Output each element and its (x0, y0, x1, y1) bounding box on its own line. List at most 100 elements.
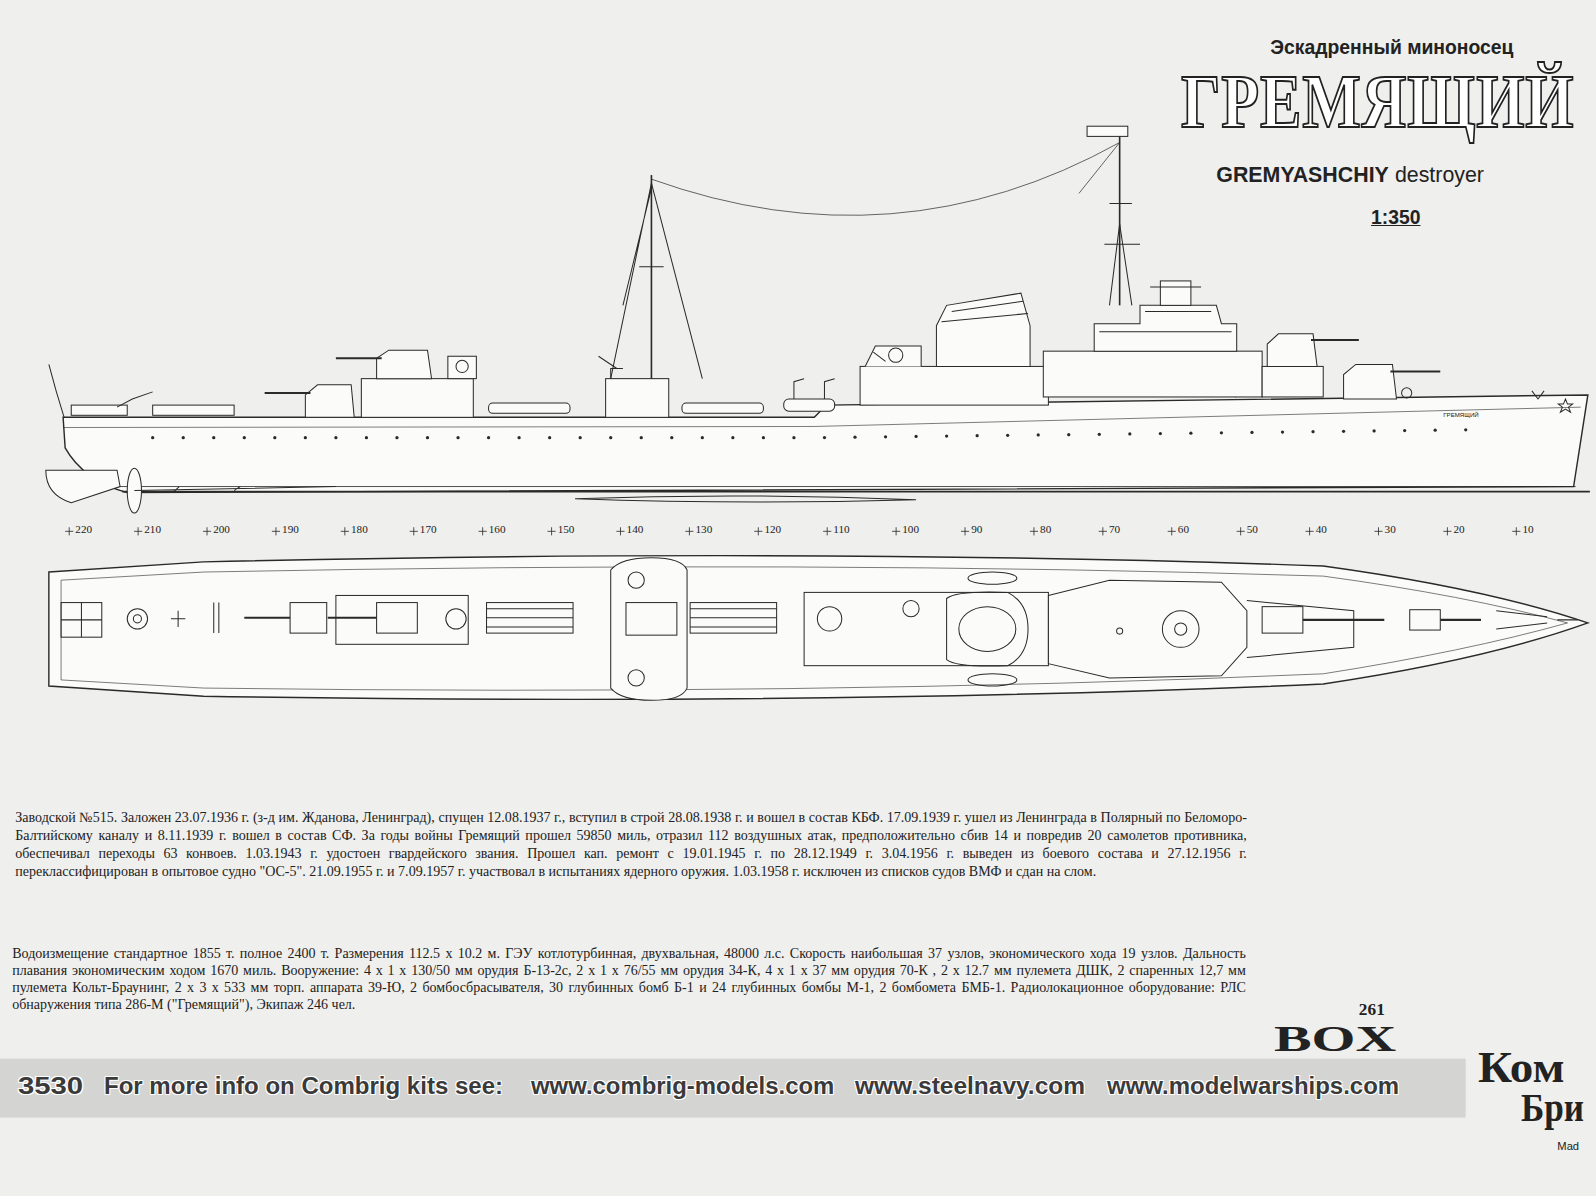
plan-view-part (290, 603, 327, 634)
plan-view-part (133, 615, 141, 623)
side-superstructure-part (1390, 371, 1440, 373)
side-superstructure-part (889, 348, 903, 362)
side-superstructure-part (865, 346, 921, 366)
porthole-row-part (395, 436, 398, 439)
porthole-row-part (670, 436, 673, 439)
frame-number: 220 (75, 523, 92, 536)
side-hull-part (49, 364, 64, 417)
side-hull-part (63, 395, 1588, 493)
logo-text: Mad (1557, 1140, 1579, 1153)
plan-view-part (377, 603, 418, 634)
info-band-part (0, 1059, 1466, 1118)
porthole-row-part (579, 436, 582, 439)
porthole-row-part (1372, 429, 1375, 432)
porthole-row-part (1342, 430, 1345, 433)
side-superstructure-part (117, 392, 153, 407)
frame-number: 170 (420, 523, 437, 536)
ship-type: destroyer (1395, 163, 1484, 188)
side-superstructure-part (336, 357, 382, 359)
side-superstructure-part (1344, 364, 1397, 399)
subtitle: Эскадренный миноносец (1270, 37, 1513, 59)
info-band (0, 1059, 1466, 1118)
plan-view-part (487, 609, 574, 627)
frame-number: 120 (764, 523, 781, 536)
side-superstructure-part (599, 356, 623, 378)
porthole-row-part (334, 436, 337, 439)
side-superstructure-part (1262, 366, 1323, 397)
frame-number: 130 (696, 523, 713, 536)
box-mark: BOX (1274, 1018, 1396, 1060)
frame-scale-part (479, 527, 487, 535)
frame-number: 100 (902, 523, 919, 536)
side-superstructure-part (377, 350, 432, 379)
frame-scale-part (892, 527, 900, 535)
porthole-row-part (1311, 430, 1314, 433)
side-superstructure-part (784, 399, 835, 411)
frame-scale-part (685, 527, 693, 535)
plan-view-part (1410, 610, 1441, 630)
side-superstructure-part (682, 403, 763, 413)
frame-number: 80 (1040, 523, 1051, 536)
side-hull-part (134, 487, 336, 493)
porthole-row-part (823, 436, 826, 439)
frame-number: 110 (833, 523, 849, 536)
porthole-row-part (640, 436, 643, 439)
porthole-row (151, 428, 1467, 439)
frame-number: 150 (558, 523, 575, 536)
porthole-row-part (1250, 431, 1253, 434)
porthole-row-part (426, 436, 429, 439)
side-superstructure-part (305, 385, 354, 418)
plan-view-part (487, 603, 574, 634)
porthole-row-part (243, 436, 246, 439)
frame-scale-part (548, 527, 556, 535)
plan-view-part (61, 603, 102, 638)
spec-note: Водоизмещение стандартное 1855 т. полное… (12, 945, 1246, 1014)
porthole-row-part (1403, 429, 1406, 432)
frame-scale-part (134, 527, 142, 535)
ship-drawing-part (0, 126, 1590, 1117)
side-superstructure-part (942, 301, 1029, 321)
ship-name-title: ГРЕМЯЩИЙ (1181, 59, 1574, 146)
plan-view-part (171, 603, 219, 634)
porthole-row-part (792, 436, 795, 439)
plan-view-part (1496, 611, 1577, 629)
side-superstructure-part (1104, 204, 1140, 306)
porthole-row-part (456, 436, 459, 439)
frame-number: 20 (1454, 523, 1465, 536)
side-superstructure-part (489, 403, 570, 413)
plan-view-part (446, 609, 466, 629)
plan-view-part (49, 556, 1588, 700)
porthole-row-part (517, 436, 520, 439)
plan-view-part (61, 603, 102, 638)
plan-view-part (328, 617, 377, 619)
plan-view-part (611, 558, 687, 701)
porthole-row-part (976, 434, 979, 437)
side-superstructure-part (606, 379, 669, 418)
porthole-row-part (273, 436, 276, 439)
porthole-row-part (731, 436, 734, 439)
side-superstructure-part (1043, 351, 1262, 397)
porthole-row-part (548, 436, 551, 439)
side-hull-part (1558, 399, 1572, 412)
plan-view-part (804, 592, 1048, 665)
plan-view-part (1440, 619, 1481, 621)
porthole-row-part (914, 435, 917, 438)
porthole-row-part (609, 436, 612, 439)
frame-number: 190 (282, 523, 299, 536)
plan-view-part (690, 609, 777, 627)
plan-view-part (1247, 601, 1354, 658)
frame-number: 140 (627, 523, 644, 536)
frame-scale-part (1168, 527, 1176, 535)
plan-view-part (336, 595, 468, 644)
side-superstructure-part (611, 183, 703, 378)
plan-view-part (690, 603, 777, 634)
porthole-row-part (182, 436, 185, 439)
side-superstructure-part (153, 405, 234, 415)
porthole-row-part (1006, 434, 1009, 437)
side-hull-part (46, 470, 120, 503)
frame-scale-part (1443, 527, 1451, 535)
frame-scale-part (616, 527, 624, 535)
porthole-row-part (1189, 432, 1192, 435)
side-superstructure-part (1099, 311, 1231, 331)
